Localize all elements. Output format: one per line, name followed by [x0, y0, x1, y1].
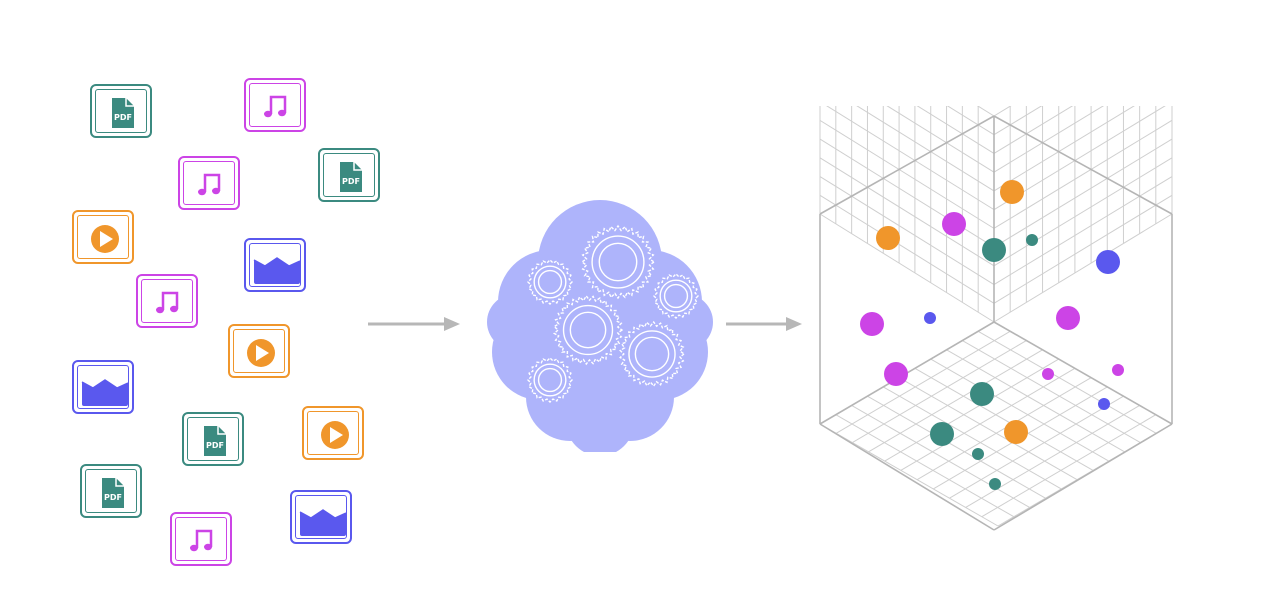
music-note-icon — [198, 173, 221, 196]
image-embedding-point — [1098, 398, 1110, 410]
audio-file-tile — [178, 156, 240, 210]
pdf-file-icon: PDF — [204, 426, 226, 456]
video-file-tile — [228, 324, 290, 378]
audio-embedding-point — [1112, 364, 1124, 376]
pdf-embedding-point — [1026, 234, 1038, 246]
pdf-file-tile: PDF — [182, 412, 244, 466]
gear-cloud-icon — [487, 200, 713, 452]
video-embedding-point — [876, 226, 900, 250]
image-file-tile — [244, 238, 306, 292]
pdf-file-icon: PDF — [112, 98, 134, 128]
video-embedding-point — [1000, 180, 1024, 204]
gear-icon — [580, 224, 656, 300]
pdf-label: PDF — [206, 441, 224, 450]
pdf-embedding-point — [989, 478, 1001, 490]
image-icon — [299, 502, 347, 536]
play-icon — [247, 339, 275, 367]
audio-file-tile — [244, 78, 306, 132]
arrow-right-icon — [726, 317, 802, 331]
video-file-tile — [72, 210, 134, 264]
audio-embedding-point — [1042, 368, 1054, 380]
pdf-file-tile: PDF — [80, 464, 142, 518]
pdf-label: PDF — [342, 177, 360, 186]
pdf-file-icon: PDF — [102, 478, 124, 508]
audio-embedding-point — [860, 312, 884, 336]
pdf-embedding-point — [972, 448, 984, 460]
video-file-tile — [302, 406, 364, 460]
pdf-label: PDF — [114, 113, 132, 122]
gear-icon — [619, 320, 686, 388]
pdf-file-tile: PDF — [318, 148, 380, 202]
image-icon — [81, 372, 129, 406]
pdf-file-icon: PDF — [340, 162, 362, 192]
play-icon — [321, 421, 349, 449]
audio-embedding-point — [884, 362, 908, 386]
music-note-icon — [190, 529, 213, 552]
pdf-embedding-point — [970, 382, 994, 406]
gear-icon — [527, 357, 573, 403]
play-icon — [91, 225, 119, 253]
image-embedding-point — [924, 312, 936, 324]
3d-cube-grid-icon — [819, 106, 1173, 531]
audio-embedding-point — [942, 212, 966, 236]
music-note-icon — [156, 291, 179, 314]
gear-icon — [653, 273, 699, 319]
gear-icon — [553, 294, 624, 366]
pdf-embedding-point — [930, 422, 954, 446]
audio-file-tile — [136, 274, 198, 328]
music-note-icon — [264, 95, 287, 118]
image-embedding-point — [1096, 250, 1120, 274]
image-file-tile — [72, 360, 134, 414]
image-icon — [253, 250, 301, 284]
audio-embedding-point — [1056, 306, 1080, 330]
arrow-right-icon — [368, 317, 460, 331]
pdf-embedding-point — [982, 238, 1006, 262]
video-embedding-point — [1004, 420, 1028, 444]
pdf-label: PDF — [104, 493, 122, 502]
image-file-tile — [290, 490, 352, 544]
pdf-file-tile: PDF — [90, 84, 152, 138]
audio-file-tile — [170, 512, 232, 566]
gear-icon — [527, 259, 573, 305]
